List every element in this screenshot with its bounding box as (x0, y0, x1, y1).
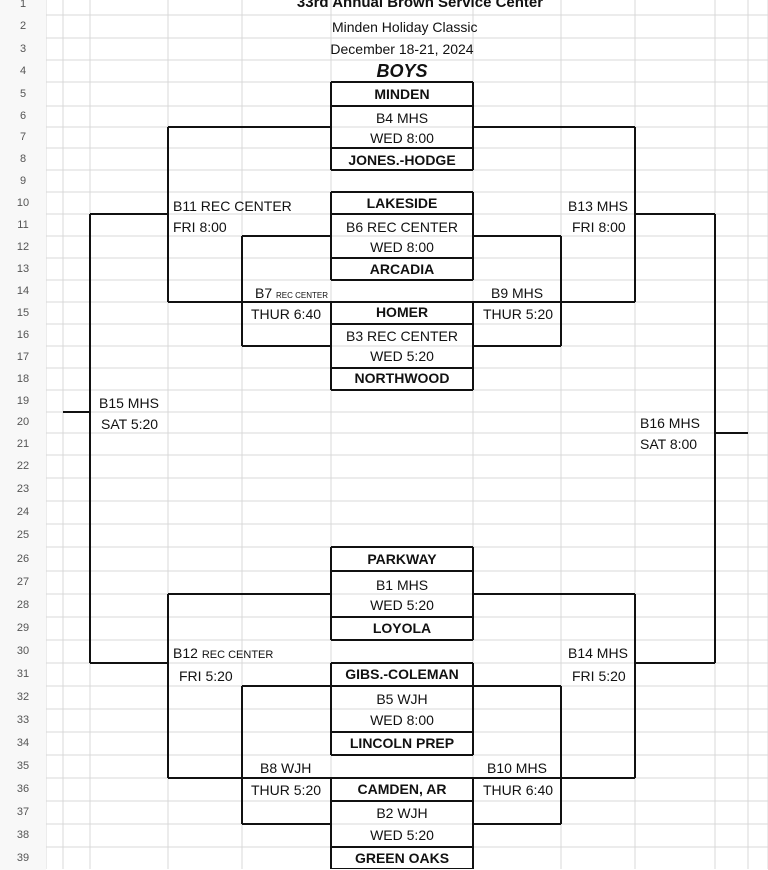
team-minden[interactable]: MINDEN (374, 86, 430, 102)
game-b5-time[interactable]: WED 8:00 (370, 712, 434, 728)
row-header[interactable]: 26 (0, 547, 46, 571)
game-b4-site[interactable]: B4 MHS (375, 110, 429, 126)
game-b6-time[interactable]: WED 8:00 (370, 239, 434, 255)
team-lincoln-prep[interactable]: LINCOLN PREP (349, 735, 455, 751)
row-header[interactable]: 6 (0, 106, 46, 127)
game-b14-time[interactable]: FRI 5:20 (572, 668, 626, 684)
game-b3-site[interactable]: B3 REC CENTER (345, 328, 459, 344)
row-header[interactable]: 36 (0, 778, 46, 801)
row-header[interactable]: 33 (0, 709, 46, 732)
game-b15-site[interactable]: B15 MHS (99, 395, 159, 411)
row-header[interactable]: 9 (0, 170, 46, 192)
row-header[interactable]: 5 (0, 82, 46, 106)
game-b12-time[interactable]: FRI 5:20 (179, 668, 233, 684)
row-header[interactable]: 28 (0, 594, 46, 617)
team-arcadia[interactable]: ARCADIA (369, 261, 435, 277)
team-lakeside[interactable]: LAKESIDE (366, 195, 438, 211)
row-header[interactable]: 32 (0, 686, 46, 709)
game-b2-site[interactable]: B2 WJH (376, 805, 428, 821)
game-b15-time[interactable]: SAT 5:20 (101, 416, 159, 432)
game-b8-site[interactable]: B8 WJH (260, 760, 312, 776)
game-b6-site[interactable]: B6 REC CENTER (345, 219, 459, 235)
team-jones-hodge[interactable]: JONES.-HODGE (348, 152, 456, 168)
row-header[interactable]: 19 (0, 390, 46, 412)
row-header[interactable]: 31 (0, 663, 46, 686)
tournament-dates[interactable]: December 18-21, 2024 (330, 41, 474, 57)
game-b14-site[interactable]: B14 MHS (568, 645, 628, 661)
team-gibs-coleman[interactable]: GIBS.-COLEMAN (345, 666, 459, 682)
row-header[interactable]: 34 (0, 732, 46, 755)
row-header[interactable]: 16 (0, 324, 46, 346)
game-b7-location: REC CENTER (276, 291, 329, 300)
row-header[interactable]: 21 (0, 433, 46, 455)
row-header[interactable]: 17 (0, 346, 46, 368)
game-b16-site[interactable]: B16 MHS (640, 415, 700, 431)
row-header[interactable]: 39 (0, 847, 46, 870)
game-b13-time[interactable]: FRI 8:00 (572, 219, 626, 235)
team-homer[interactable]: HOMER (375, 304, 429, 320)
team-camden[interactable]: CAMDEN, AR (357, 781, 447, 797)
team-loyola[interactable]: LOYOLA (372, 620, 432, 636)
game-b12-site[interactable]: B12 REC CENTER (173, 643, 273, 665)
tournament-subtitle[interactable]: Minden Holiday Classic (332, 19, 478, 35)
game-b10-time[interactable]: THUR 6:40 (483, 782, 554, 798)
row-header[interactable]: 7 (0, 127, 46, 148)
row-header[interactable]: 35 (0, 755, 46, 778)
game-b12-location: REC CENTER (201, 649, 274, 661)
row-header[interactable]: 27 (0, 571, 46, 594)
team-parkway[interactable]: PARKWAY (367, 551, 437, 567)
game-b16-time[interactable]: SAT 8:00 (640, 436, 698, 452)
game-b9-site[interactable]: B9 MHS (491, 285, 544, 301)
team-northwood[interactable]: NORTHWOOD (354, 370, 450, 386)
row-header[interactable]: 10 (0, 192, 46, 214)
game-b4-time[interactable]: WED 8:00 (370, 130, 434, 146)
row-header[interactable]: 18 (0, 368, 46, 390)
game-b1-time[interactable]: WED 5:20 (370, 597, 434, 613)
row-header[interactable]: 14 (0, 280, 46, 302)
tournament-title[interactable]: 33rd Annual Brown Service Center (296, 0, 544, 11)
team-green-oaks[interactable]: GREEN OAKS (354, 850, 450, 866)
game-b7-number: B7 (255, 285, 273, 301)
row-header[interactable]: 8 (0, 148, 46, 170)
row-header[interactable]: 37 (0, 801, 46, 824)
row-header[interactable]: 15 (0, 302, 46, 324)
game-b3-time[interactable]: WED 5:20 (370, 348, 434, 364)
row-header[interactable]: 38 (0, 824, 46, 847)
row-header[interactable]: 24 (0, 501, 46, 524)
row-header[interactable]: 13 (0, 258, 46, 280)
game-b5-site[interactable]: B5 WJH (376, 691, 428, 707)
row-header[interactable]: 3 (0, 38, 46, 60)
row-header[interactable]: 29 (0, 617, 46, 640)
row-header[interactable]: 23 (0, 478, 46, 501)
game-b2-time[interactable]: WED 5:20 (370, 827, 434, 843)
game-b9-time[interactable]: THUR 5:20 (483, 306, 554, 322)
game-b13-site[interactable]: B13 MHS (568, 198, 628, 214)
row-header[interactable]: 1 (0, 0, 46, 15)
row-header[interactable]: 12 (0, 236, 46, 258)
row-header[interactable]: 4 (0, 60, 46, 82)
game-b11-time[interactable]: FRI 8:00 (173, 219, 227, 235)
row-header[interactable]: 25 (0, 524, 46, 547)
game-b7-site[interactable]: B7 REC CENTER (255, 283, 328, 306)
row-header[interactable]: 22 (0, 455, 46, 478)
row-header[interactable]: 2 (0, 15, 46, 38)
row-header[interactable]: 11 (0, 214, 46, 236)
row-header[interactable]: 20 (0, 412, 46, 433)
game-b11-site[interactable]: B11 REC CENTER (173, 198, 292, 214)
game-b8-time[interactable]: THUR 5:20 (251, 782, 322, 798)
game-b1-site[interactable]: B1 MHS (375, 577, 429, 593)
division-label[interactable]: BOYS (376, 61, 428, 81)
game-b10-site[interactable]: B10 MHS (487, 760, 547, 776)
game-b12-number: B12 (173, 645, 198, 661)
row-header[interactable]: 30 (0, 640, 46, 663)
game-b7-time[interactable]: THUR 6:40 (251, 306, 322, 322)
